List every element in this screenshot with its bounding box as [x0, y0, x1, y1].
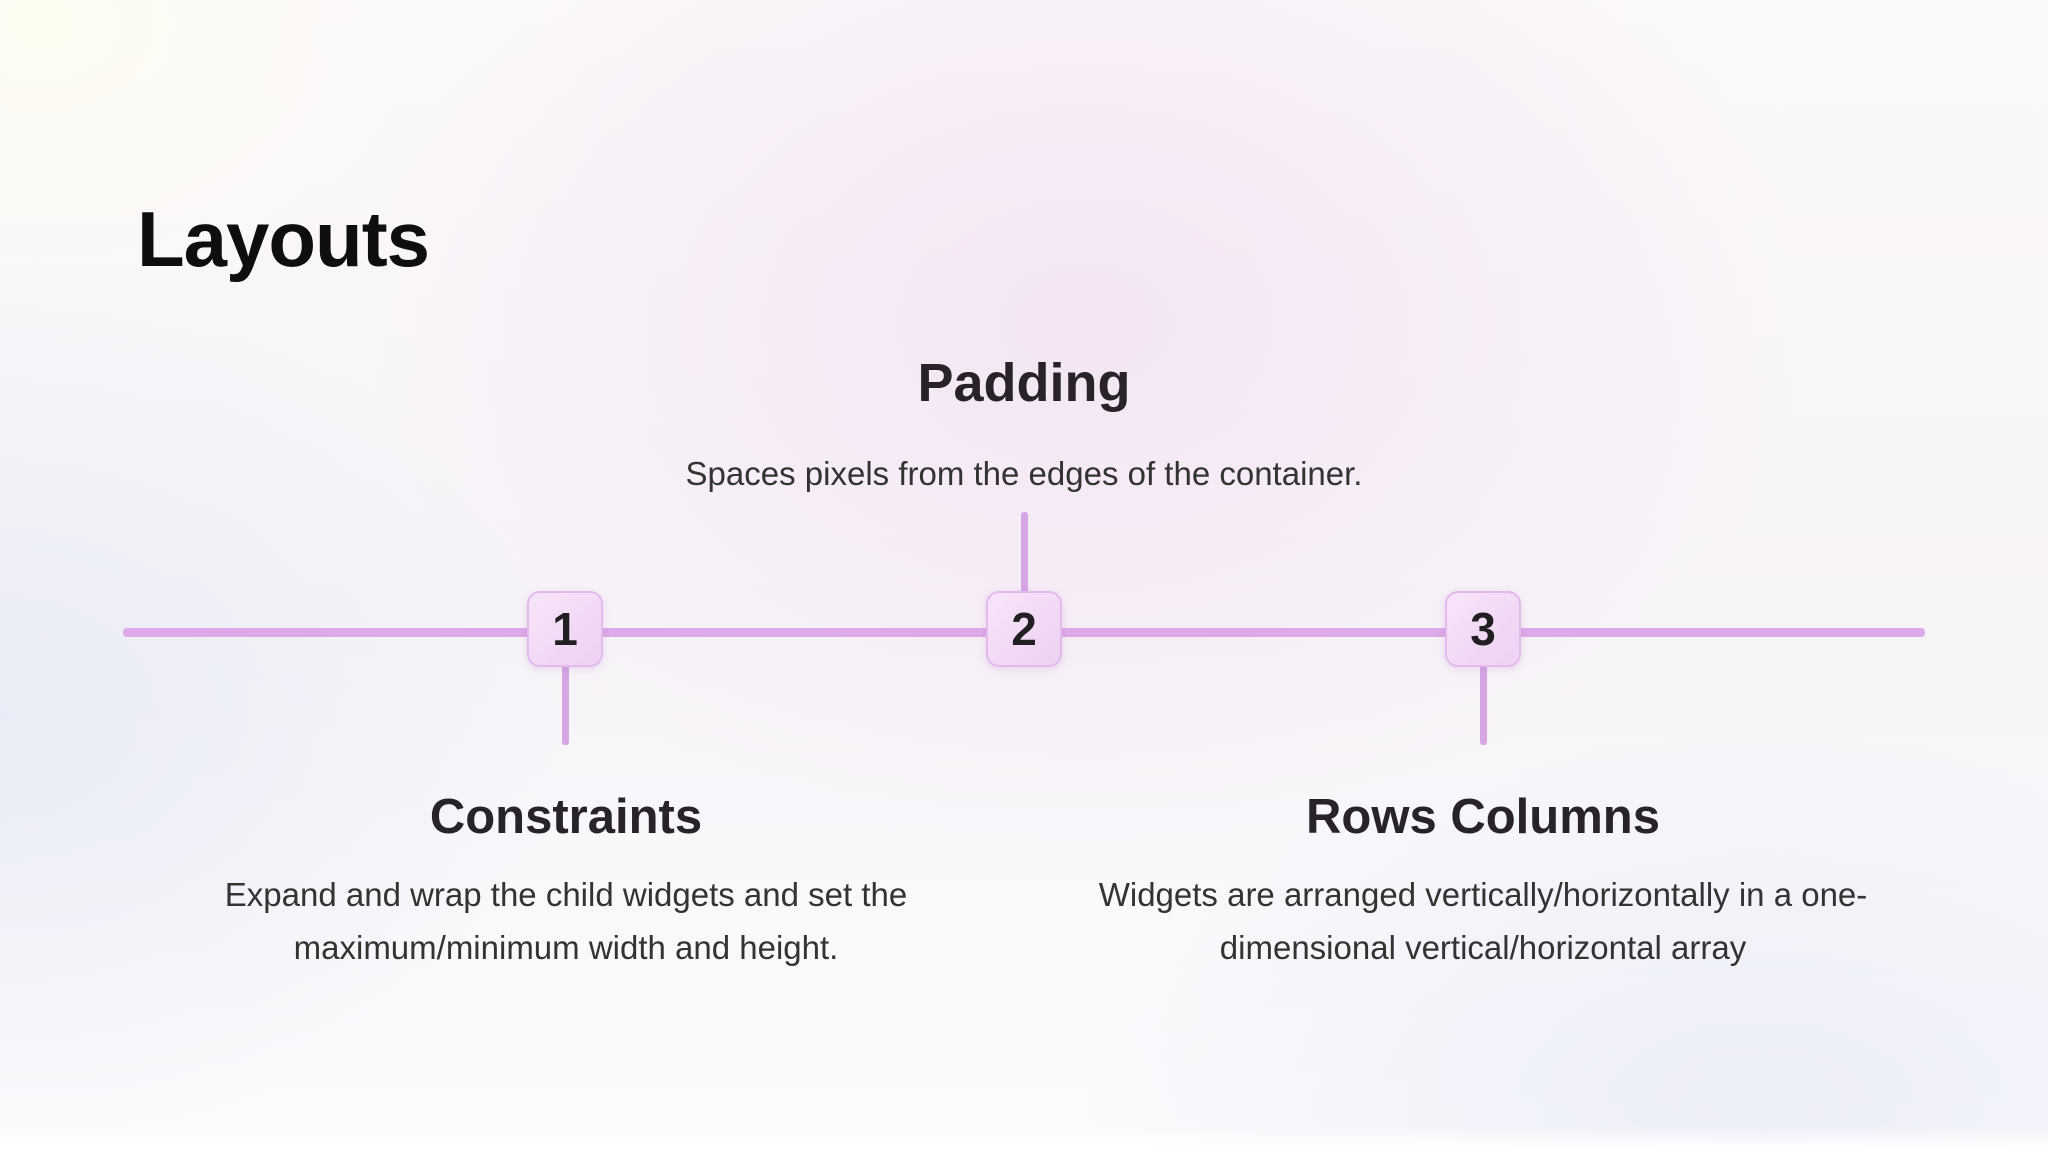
step-description-constraints: Expand and wrap the child widgets and se…: [224, 876, 908, 967]
step-box-2: 2: [986, 591, 1062, 667]
step-description-padding: Spaces pixels from the edges of the cont…: [685, 455, 1363, 492]
page-title: Layouts: [137, 195, 430, 283]
connector-step-3: [1480, 665, 1487, 745]
step-label-rows-columns: Rows Columns: [1306, 790, 1660, 844]
step-label-constraints: Constraints: [429, 790, 703, 844]
connector-step-1: [562, 665, 569, 745]
connector-step-2: [1021, 512, 1028, 594]
step-number-1: 1: [552, 603, 578, 655]
step-number-2: 2: [1011, 603, 1037, 655]
step-box-3: 3: [1445, 591, 1521, 667]
step-number-3: 3: [1470, 603, 1496, 655]
step-description-rows-columns: Widgets are arranged vertically/horizont…: [1098, 876, 1868, 967]
bottom-fade: [0, 1126, 2048, 1152]
step-label-padding: Padding: [917, 353, 1131, 413]
step-box-1: 1: [527, 591, 603, 667]
